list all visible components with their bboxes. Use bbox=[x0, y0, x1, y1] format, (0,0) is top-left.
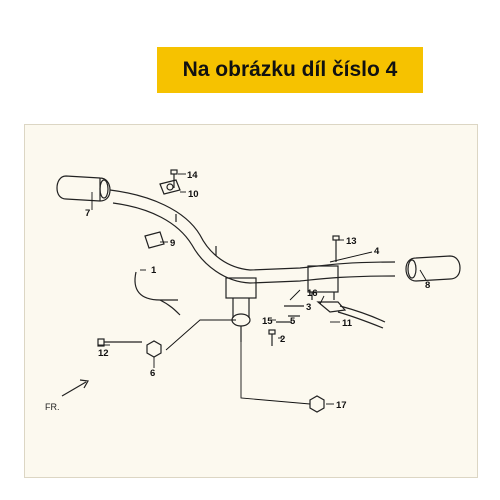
mirror-bracket-9 bbox=[144, 231, 165, 249]
part-number-1: 1 bbox=[151, 265, 157, 276]
part-number-10: 10 bbox=[188, 189, 199, 200]
part-number-11: 11 bbox=[342, 318, 353, 329]
front-direction-arrow bbox=[61, 379, 89, 397]
nut-6 bbox=[146, 340, 162, 358]
bolt-13 bbox=[332, 235, 340, 262]
right-grip bbox=[405, 255, 461, 282]
bolt-12 bbox=[97, 338, 142, 347]
part-number-3: 3 bbox=[306, 302, 311, 313]
handlebar-pipe bbox=[109, 189, 396, 284]
front-direction-label: FR. bbox=[45, 402, 60, 412]
part-number-9: 9 bbox=[170, 238, 175, 249]
brake-lever bbox=[316, 301, 386, 329]
lever-bracket bbox=[307, 265, 339, 300]
part-number-7: 7 bbox=[85, 208, 90, 219]
screw-set bbox=[268, 305, 304, 346]
nut-17 bbox=[309, 395, 325, 413]
part-number-17: 17 bbox=[336, 400, 347, 411]
part-number-5: 5 bbox=[290, 316, 296, 327]
leader-lines bbox=[91, 173, 427, 405]
part-number-13: 13 bbox=[346, 236, 357, 247]
part-number-12: 12 bbox=[98, 348, 109, 359]
part-number-14: 14 bbox=[187, 170, 198, 181]
center-clamp bbox=[225, 277, 257, 342]
mirror-bracket-10 bbox=[159, 179, 181, 195]
part-number-6: 6 bbox=[150, 368, 155, 379]
throttle-cable bbox=[134, 271, 181, 316]
part-number-8: 8 bbox=[425, 280, 430, 291]
left-grip bbox=[56, 175, 111, 202]
part-number-4: 4 bbox=[374, 246, 380, 257]
bolt-14 bbox=[170, 169, 178, 188]
part-number-16: 16 bbox=[307, 288, 318, 299]
part-number-15: 15 bbox=[262, 316, 273, 327]
title-banner: Na obrázku díl číslo 4 bbox=[157, 47, 423, 93]
part-number-2: 2 bbox=[280, 334, 285, 345]
